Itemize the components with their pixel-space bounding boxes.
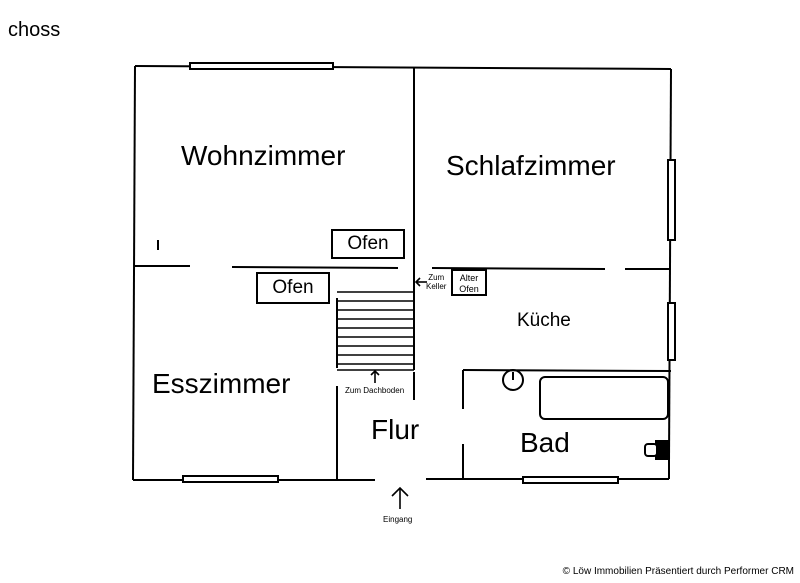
window-icon [182,475,279,483]
window-icon [189,62,334,70]
interior-walls [135,68,672,480]
cellar-note-line1: Zum [428,273,445,282]
cellar-note: Zum Keller [426,273,446,291]
attic-note: Zum Dachboden [345,386,405,395]
stove-label-left: Ofen [256,272,330,304]
entrance-label: Eingang [383,515,413,524]
staircase-icon [337,291,414,371]
room-label-kueche: Küche [517,310,571,331]
room-label-bad: Bad [520,427,570,458]
window-icon [522,476,619,484]
stove-label-top: Ofen [331,229,405,259]
author-note: choss [8,19,61,41]
entrance-arrow-icon [391,486,409,509]
old-stove-label-line2: Ofen [459,284,479,294]
old-stove-label-line1: Alter [459,273,479,283]
windows [182,62,676,484]
room-label-flur: Flur [371,414,420,445]
window-icon [667,159,676,241]
arrow-up-icon [370,369,380,383]
room-label-esszimmer: Esszimmer [152,368,291,399]
bathtub-icon [539,376,669,420]
cellar-note-line2: Keller [426,282,447,291]
old-stove-box: Alter Ofen [451,269,487,296]
room-label-schlafzimmer: Schlafzimmer [446,150,616,181]
copyright-footer: © Löw Immobilien Präsentiert durch Perfo… [562,566,794,577]
arrow-left-icon [414,277,427,287]
room-label-wohnzimmer: Wohnzimmer [181,140,346,171]
sink-icon [502,369,524,391]
toilet-icon [644,440,669,460]
window-icon [667,302,676,361]
